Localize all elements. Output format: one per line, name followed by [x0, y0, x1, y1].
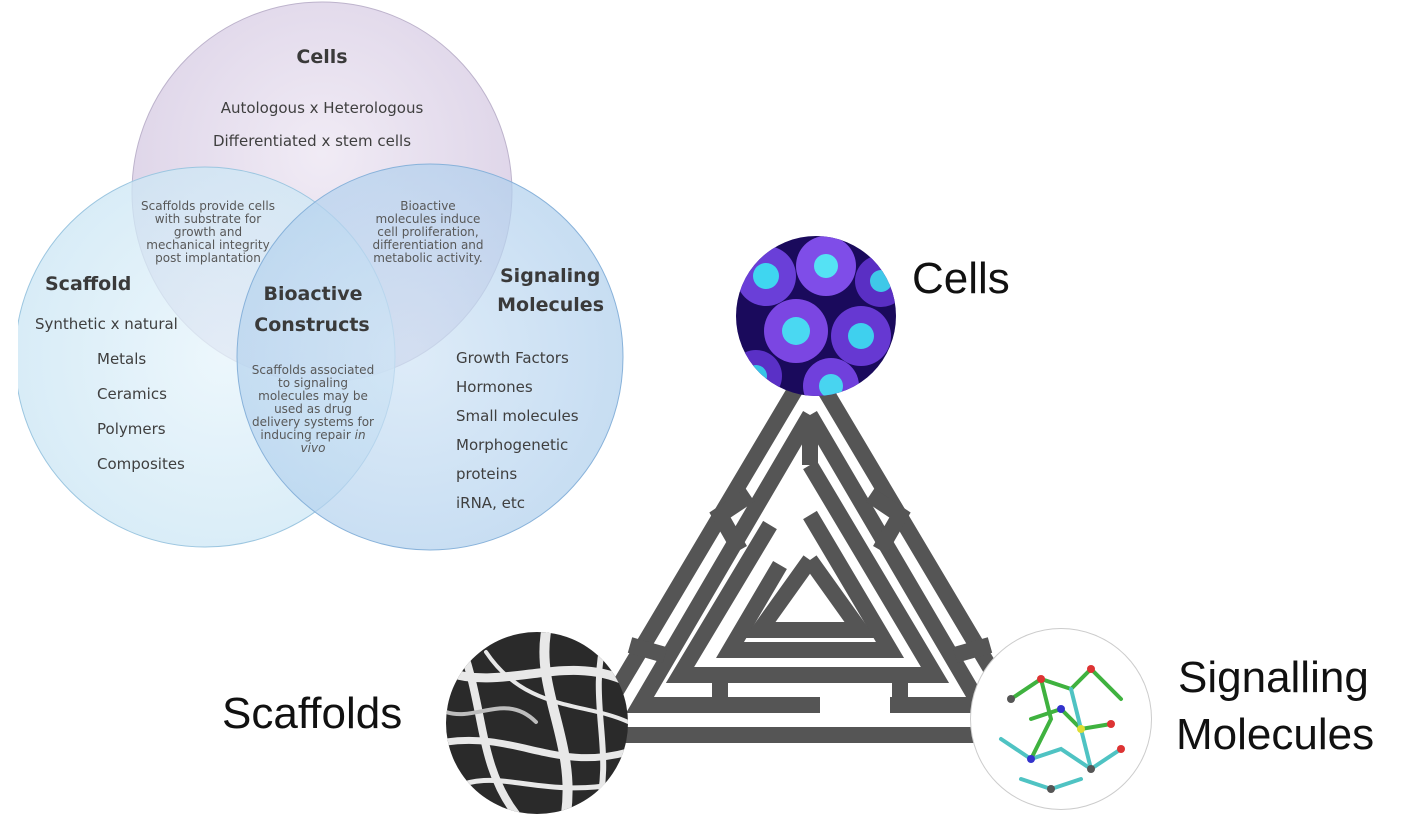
venn-signaling-title-1: Signaling	[500, 265, 601, 287]
venn-signaling-item: Small molecules	[456, 407, 579, 425]
venn-scaffold-title: Scaffold	[45, 273, 132, 295]
venn-center-title-2: Constructs	[254, 314, 370, 336]
triangle-label-scaffolds: Scaffolds	[222, 689, 403, 738]
venn-center-text: Scaffolds associated to signaling molecu…	[251, 363, 375, 455]
venn-signaling-item: iRNA, etc	[456, 494, 525, 512]
venn-scaffold-item: Metals	[97, 350, 147, 368]
overlap-scaffold-cells-text: Scaffolds provide cells with substrate f…	[141, 199, 275, 265]
venn-cells-title: Cells	[296, 46, 348, 68]
venn-diagram	[18, 1, 624, 551]
molecule-model-icon	[970, 628, 1152, 810]
triangle-label-cells: Cells	[912, 254, 1010, 303]
venn-scaffold-item-0: Synthetic x natural	[35, 315, 178, 333]
venn-signaling-item: proteins	[456, 465, 518, 483]
venn-signaling-list: Growth Factors Hormones Small molecules …	[456, 349, 579, 523]
overlap-cells-signaling-text: Bioactive molecules induce cell prolifer…	[372, 199, 484, 265]
venn-circle-signaling	[236, 163, 624, 551]
triangle-label-signalling-2: Molecules	[1176, 710, 1375, 759]
venn-cells-line-1: Autologous x Heterologous	[220, 99, 424, 117]
venn-scaffold-item: Composites	[97, 455, 185, 473]
venn-center-title-1: Bioactive	[263, 283, 363, 305]
venn-scaffold-item: Ceramics	[97, 385, 167, 403]
venn-signaling-item: Hormones	[456, 378, 533, 396]
cells-micrograph-icon	[736, 236, 896, 396]
triangle-label-signalling-1: Signalling	[1178, 653, 1369, 702]
venn-cells-line-2: Differentiated x stem cells	[212, 132, 412, 150]
venn-scaffold-item: Polymers	[97, 420, 166, 438]
scaffold-fibers-icon	[446, 632, 628, 814]
venn-signaling-title-2: Molecules	[497, 294, 604, 316]
venn-signaling-item: Growth Factors	[456, 349, 569, 367]
venn-scaffold-list: Metals Ceramics Polymers Composites	[97, 350, 185, 490]
venn-signaling-item: Morphogenetic	[456, 436, 569, 454]
